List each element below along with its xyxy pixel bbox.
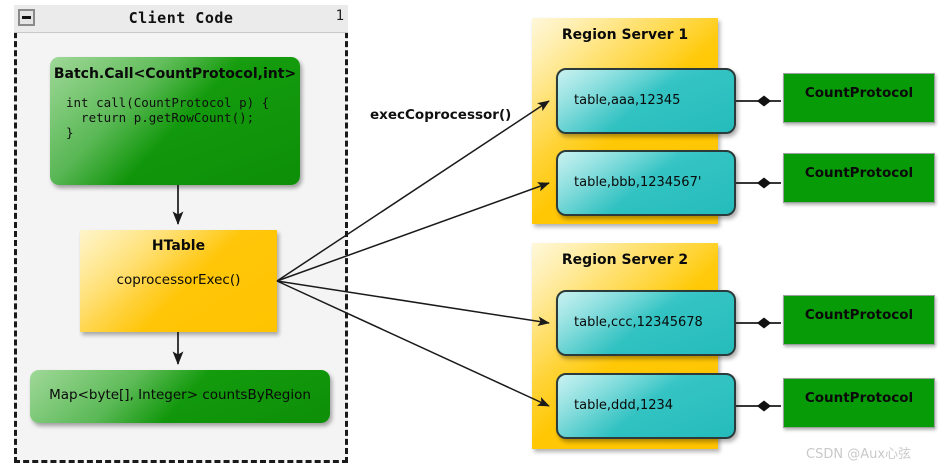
node-countprotocol-aaa[interactable]: CountProtocol	[783, 73, 935, 123]
node-region-aaa[interactable]: table,aaa,12345	[556, 68, 736, 134]
node-batch-call[interactable]: Batch.Call<CountProtocol,int> int call(C…	[50, 57, 300, 185]
counts-by-region-label: Map<byte[], Integer> countsByRegion	[49, 387, 311, 403]
region-server-1-title: Region Server 1	[561, 27, 689, 43]
region-ccc-label: table,ccc,12345678	[574, 315, 703, 330]
batch-call-title: Batch.Call<CountProtocol,int>	[53, 66, 297, 82]
exec-coprocessor-label: execCoprocessor()	[370, 107, 512, 123]
region-server-2-title: Region Server 2	[561, 252, 689, 268]
node-htable[interactable]: HTable coprocessorExec()	[80, 230, 277, 332]
node-region-bbb[interactable]: table,bbb,1234567'	[556, 150, 736, 216]
node-countprotocol-ccc[interactable]: CountProtocol	[783, 295, 935, 345]
edge-region-aaa-to-countprotocol	[736, 95, 781, 107]
client-code-title: Client Code	[128, 9, 234, 27]
region-ddd-label: table,ddd,1234	[574, 398, 674, 413]
node-counts-by-region[interactable]: Map<byte[], Integer> countsByRegion	[30, 370, 330, 423]
edge-region-ccc-to-countprotocol	[736, 317, 781, 329]
edge-region-bbb-to-countprotocol	[736, 177, 781, 189]
edge-region-ddd-to-countprotocol	[736, 400, 781, 412]
watermark: CSDN @Aux心弦	[806, 447, 912, 462]
batch-call-code: int call(CountProtocol p) { return p.get…	[66, 95, 270, 140]
node-region-ccc[interactable]: table,ccc,12345678	[556, 290, 736, 356]
node-countprotocol-ddd[interactable]: CountProtocol	[783, 378, 935, 428]
region-aaa-label: table,aaa,12345	[574, 93, 681, 108]
minimize-icon[interactable]	[18, 9, 35, 26]
node-countprotocol-bbb[interactable]: CountProtocol	[783, 153, 935, 203]
region-bbb-label: table,bbb,1234567'	[574, 175, 702, 190]
countprotocol-ccc-label: CountProtocol	[804, 307, 914, 323]
countprotocol-ddd-label: CountProtocol	[804, 390, 914, 406]
countprotocol-aaa-label: CountProtocol	[804, 85, 914, 101]
htable-method: coprocessorExec()	[116, 272, 241, 288]
countprotocol-bbb-label: CountProtocol	[804, 165, 914, 181]
htable-title: HTable	[151, 238, 206, 254]
client-code-titlebar: Client Code 1	[14, 5, 348, 33]
node-region-ddd[interactable]: table,ddd,1234	[556, 373, 736, 439]
client-code-badge: 1	[335, 8, 344, 24]
